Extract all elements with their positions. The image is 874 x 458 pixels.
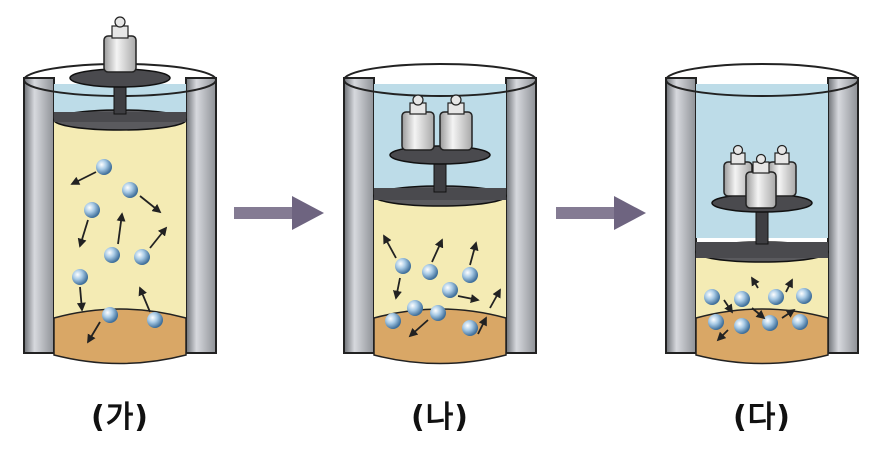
weight-icon: [439, 94, 473, 151]
cylinder-rim: [343, 63, 537, 97]
gas-particle-icon: [395, 258, 411, 274]
gas-particle-icon: [734, 291, 750, 307]
piston-body: [54, 112, 186, 122]
panel-label-a: (가): [90, 400, 150, 435]
gas-particles: [704, 288, 812, 334]
cylinder-wall-left: [343, 77, 375, 354]
cylinder-panel-b: [343, 63, 537, 365]
gas-region: [54, 122, 186, 322]
motion-arrows: [716, 276, 796, 342]
gas-particle-icon: [102, 307, 118, 323]
gas-particle-icon: [768, 289, 784, 305]
gas-particle-icon: [422, 264, 438, 280]
piston-rod: [113, 83, 127, 115]
cylinder-wall-right: [827, 77, 859, 354]
gas-particle-icon: [407, 300, 423, 316]
right-arrow-icon: [556, 196, 646, 230]
gas-particles: [385, 258, 478, 336]
gas-particle-icon: [462, 267, 478, 283]
weight-icon: [723, 144, 753, 197]
cylinder-panel-a: [23, 16, 217, 365]
cylinder-wall-left: [665, 77, 697, 354]
gas-particle-icon: [796, 288, 812, 304]
panel-label-b: (나): [410, 400, 470, 435]
cylinder-rim: [665, 63, 859, 97]
weight-icon: [103, 16, 137, 73]
gas-particle-icon: [442, 282, 458, 298]
weight-icon: [745, 153, 777, 209]
piston-body: [696, 242, 828, 258]
motion-arrows: [383, 234, 501, 338]
piston-rod: [755, 209, 769, 245]
gas-particle-icon: [462, 320, 478, 336]
gas-particle-icon: [734, 318, 750, 334]
gas-particle-icon: [96, 159, 112, 175]
cylinder-wall-right: [505, 77, 537, 354]
piston-body: [374, 188, 506, 200]
right-arrow-icon: [234, 196, 324, 230]
cylinder-panel-c: [665, 63, 859, 365]
gas-particle-icon: [84, 202, 100, 218]
gas-particles: [72, 159, 163, 328]
gas-particle-icon: [147, 312, 163, 328]
gas-particle-icon: [72, 269, 88, 285]
motion-arrows: [70, 171, 168, 344]
piston-rod: [433, 159, 447, 193]
cylinder-wall-right: [185, 77, 217, 354]
gas-particle-icon: [704, 289, 720, 305]
cylinder-wall-left: [23, 77, 55, 354]
cylinder-floor: [53, 308, 187, 365]
gas-particle-icon: [385, 313, 401, 329]
gas-particle-icon: [134, 249, 150, 265]
panel-label-c: (다): [732, 400, 792, 435]
gas-particle-icon: [792, 314, 808, 330]
gas-particle-icon: [122, 182, 138, 198]
gas-particle-icon: [708, 314, 724, 330]
gas-particle-icon: [762, 315, 778, 331]
gas-particle-icon: [104, 247, 120, 263]
gas-particle-icon: [430, 305, 446, 321]
weight-icon: [401, 94, 435, 151]
